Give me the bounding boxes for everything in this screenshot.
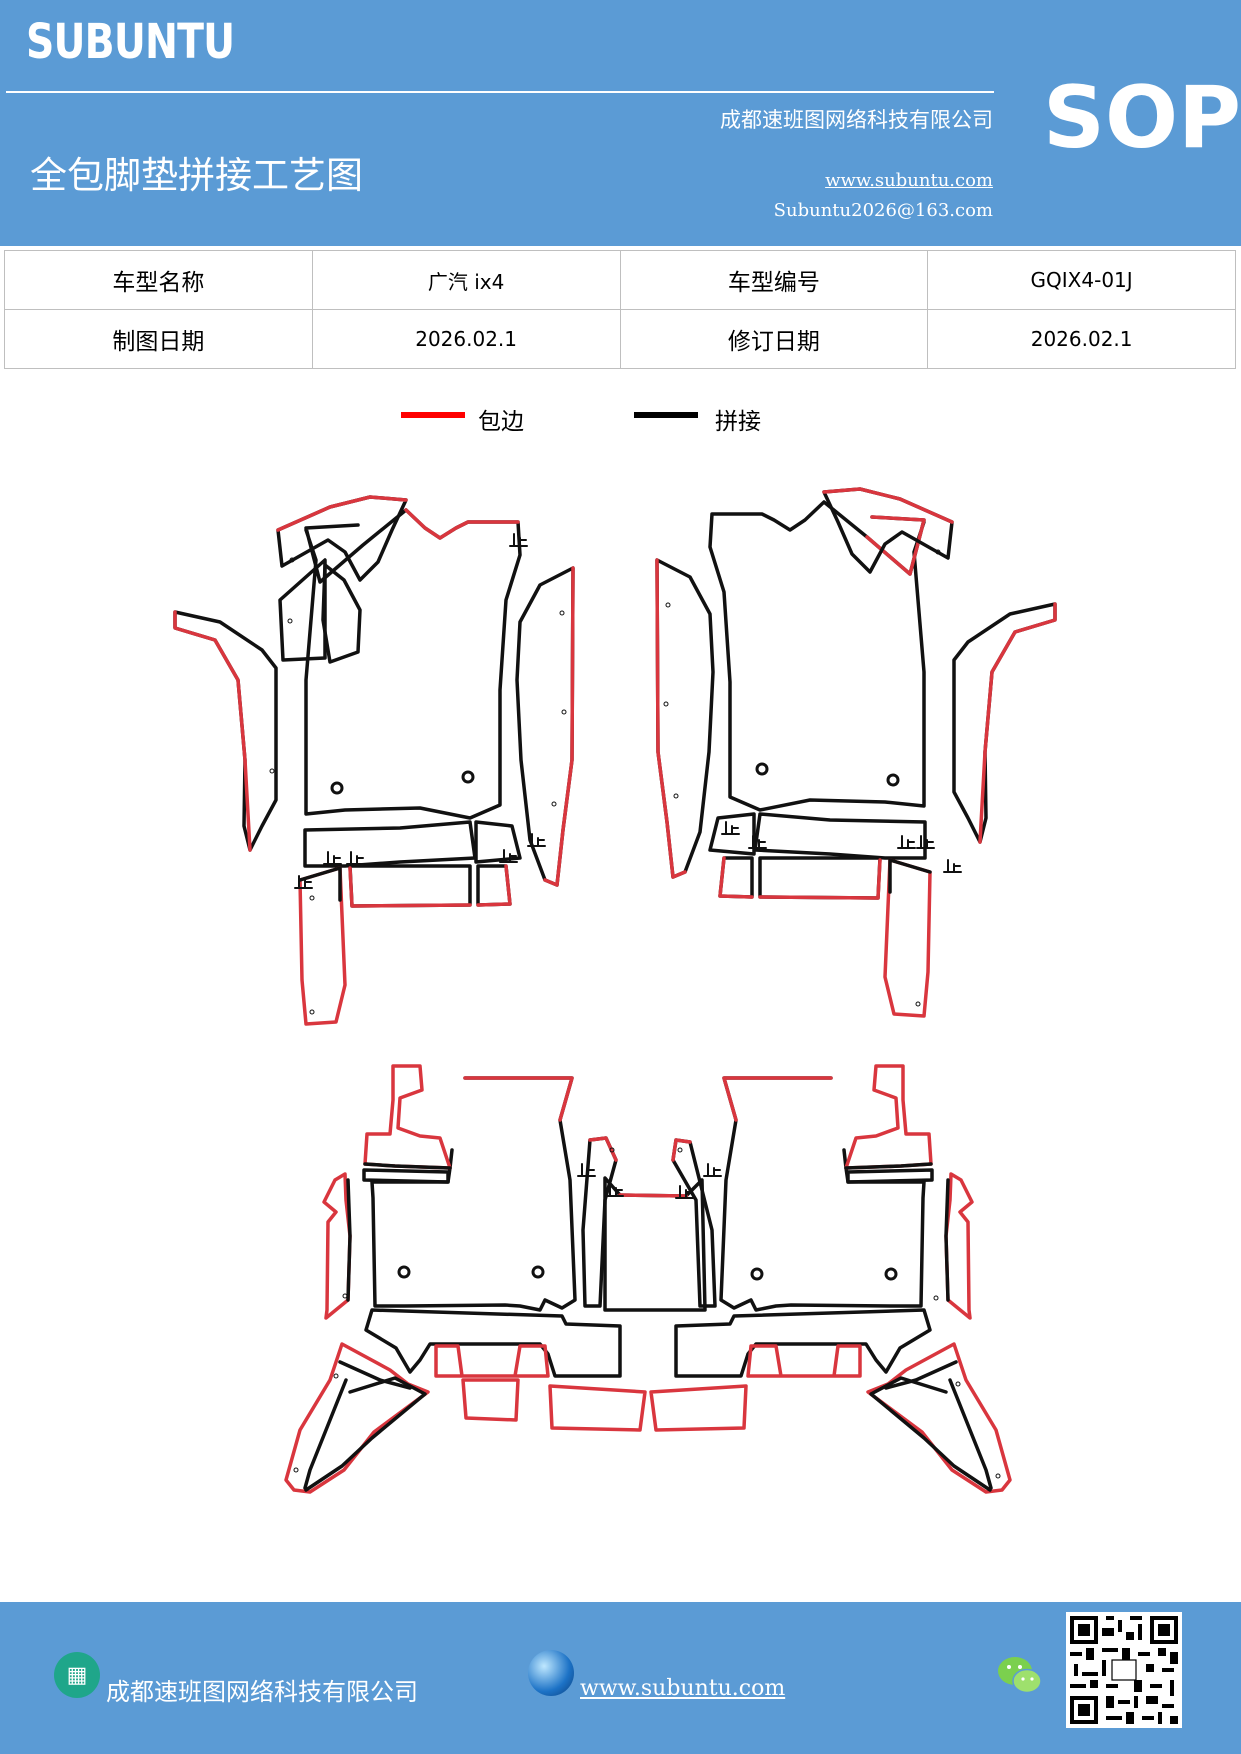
mat-piece — [753, 812, 927, 860]
mat-piece — [461, 1378, 520, 1422]
mat-piece — [321, 563, 362, 664]
wechat-icon[interactable] — [996, 1654, 1044, 1698]
mat-piece — [952, 602, 1057, 844]
draw-date-label: 制图日期 — [4, 309, 313, 369]
rear-mats — [284, 1064, 1012, 1494]
mat-piece — [846, 1168, 934, 1184]
front-left-mats — [173, 495, 575, 1026]
page-title: 全包脚垫拼接工艺图 — [30, 154, 363, 197]
info-table: 车型名称 广汽 ix4 车型编号 GQIX4-01J 制图日期 2026.02.… — [4, 250, 1236, 369]
edge-legend-swatch — [401, 412, 465, 418]
header-divider — [6, 91, 994, 93]
splice-legend-swatch — [634, 412, 698, 418]
model-code-value: GQIX4-01J — [927, 250, 1236, 310]
footer-banner: ▦ 成都速班图网络科技有限公司 www.subuntu.com — [0, 1602, 1241, 1754]
revise-date-label: 修订日期 — [619, 309, 929, 369]
mat-piece — [434, 1344, 550, 1378]
edge-legend-label: 包边 — [478, 409, 524, 435]
mat-piece — [844, 1064, 933, 1170]
fix-hole — [330, 781, 344, 795]
mat-piece — [364, 1308, 622, 1378]
table-row: 车型名称 广汽 ix4 车型编号 GQIX4-01J — [4, 250, 1236, 310]
mat-piece — [348, 864, 472, 908]
model-name-value: 广汽 ix4 — [311, 250, 621, 310]
mat-piece — [548, 1384, 647, 1432]
building-icon: ▦ — [54, 1652, 100, 1698]
splice-legend-label: 拼接 — [715, 409, 761, 435]
email-address: Subuntu2026@163.com — [773, 200, 993, 221]
qr-code[interactable] — [1066, 1612, 1182, 1728]
mat-piece — [746, 1344, 862, 1378]
header-banner: SUBUNTU 成都速班图网络科技有限公司 全包脚垫拼接工艺图 www.subu… — [0, 0, 1241, 246]
fix-hole — [750, 1267, 764, 1281]
mat-piece — [363, 1064, 452, 1170]
footer-company: 成都速班图网络科技有限公司 — [106, 1678, 418, 1706]
mat-piece — [649, 1384, 748, 1432]
table-row: 制图日期 2026.02.1 修订日期 2026.02.1 — [4, 309, 1236, 369]
draw-date-value: 2026.02.1 — [311, 309, 621, 369]
mat-piece — [708, 500, 926, 812]
model-code-label: 车型编号 — [619, 250, 929, 310]
front-right-mats — [655, 487, 1057, 1018]
mat-piece — [944, 1172, 974, 1320]
mat-piece — [304, 508, 522, 820]
brand-logo: SUBUNTU — [26, 14, 235, 70]
model-name-label: 车型名称 — [4, 250, 313, 310]
mat-piece — [474, 820, 522, 864]
fix-hole — [531, 1265, 545, 1279]
fix-hole — [461, 770, 475, 784]
mat-piece — [322, 1172, 352, 1320]
sop-badge: SOP — [1043, 68, 1241, 168]
legend: 包边 拼接 — [0, 402, 1241, 442]
website-link[interactable]: www.subuntu.com — [825, 170, 993, 191]
fix-hole — [397, 1265, 411, 1279]
revise-date-value: 2026.02.1 — [927, 309, 1236, 369]
mat-piece — [655, 558, 715, 879]
mat-piece — [515, 566, 575, 887]
mat-piece — [362, 1168, 450, 1184]
mat-piece — [758, 856, 882, 900]
globe-icon — [528, 1650, 574, 1696]
mat-piece — [674, 1308, 932, 1378]
footer-website-link[interactable]: www.subuntu.com — [580, 1676, 786, 1701]
mat-piece — [581, 1136, 618, 1308]
company-name: 成都速班图网络科技有限公司 — [720, 108, 993, 132]
mat-piece — [278, 558, 327, 662]
mat-piece — [173, 610, 278, 852]
fix-hole — [884, 1267, 898, 1281]
mat-piece — [822, 487, 954, 574]
mat-piece — [303, 820, 477, 868]
mat-piece — [276, 495, 408, 582]
